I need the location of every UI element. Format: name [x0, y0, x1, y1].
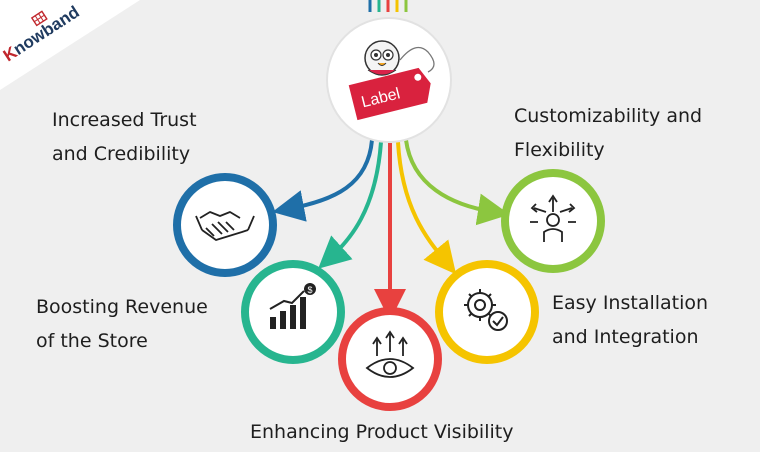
- svg-text:$: $: [307, 285, 312, 295]
- growth-chart-icon: $: [269, 283, 316, 329]
- visibility-label-line1: Enhancing Product Visibility: [250, 421, 514, 443]
- visibility-node: [338, 307, 442, 411]
- connector-trust: [272, 139, 374, 222]
- custom-label-line2: Flexibility: [514, 139, 605, 161]
- hub-node: Label: [326, 17, 452, 143]
- connector-install: [396, 141, 457, 275]
- label-tag: Label: [348, 67, 431, 121]
- trust-label-line1: Increased Trust: [52, 109, 197, 131]
- trust-label: Increased Trust and Credibility: [52, 103, 197, 171]
- prestashop-mascot-icon: [364, 40, 400, 76]
- brand-logo: K nowband: [0, 0, 140, 90]
- eye-visibility-icon: [365, 330, 415, 378]
- custom-node: [501, 169, 605, 273]
- visibility-label: Enhancing Product Visibility: [250, 415, 513, 449]
- gears-check-icon: [464, 289, 508, 331]
- revenue-label-line2: of the Store: [36, 330, 148, 352]
- flexible-person-icon: [530, 194, 576, 242]
- trust-label-line2: and Credibility: [52, 143, 191, 165]
- handshake-icon: [195, 211, 255, 241]
- install-node: [435, 260, 539, 364]
- revenue-label: Boosting Revenue of the Store: [36, 290, 208, 358]
- custom-label: Customizability and Flexibility: [514, 99, 702, 167]
- revenue-node: $: [241, 260, 345, 364]
- revenue-label-line1: Boosting Revenue: [36, 296, 208, 318]
- connector-revenue: [318, 141, 383, 269]
- install-label-line2: and Integration: [552, 326, 699, 348]
- logo-cart-icon: [30, 10, 48, 27]
- install-label: Easy Installation and Integration: [552, 286, 708, 354]
- connector-custom: [404, 139, 510, 226]
- trust-node: [173, 173, 277, 277]
- install-label-line1: Easy Installation: [552, 292, 709, 314]
- custom-label-line1: Customizability and: [514, 105, 703, 127]
